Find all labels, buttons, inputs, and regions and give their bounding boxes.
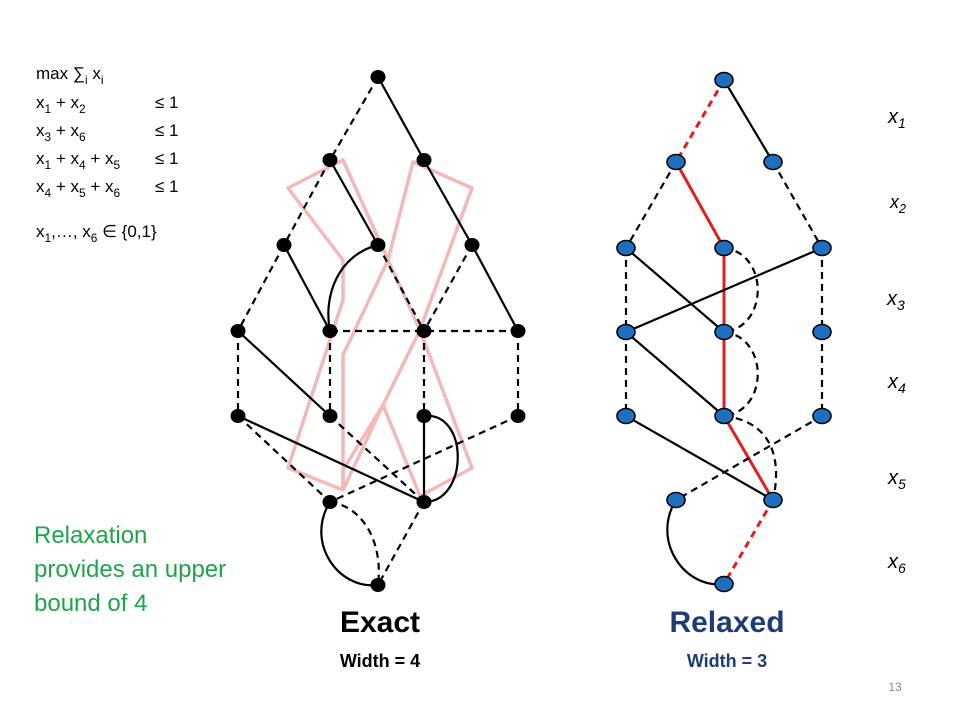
exact-width: Width = 4 — [340, 651, 420, 671]
exact-dd-edges — [236, 76, 520, 587]
variable-labels: x1 x2 x3 x4 x5 x6 — [886, 106, 906, 576]
relaxed-edge-e-f-one — [625, 246, 823, 334]
exact-edge-l-o-one — [423, 414, 459, 504]
var-label-x4: x4 — [887, 371, 906, 396]
exact-node-t — [370, 578, 386, 592]
relaxed-edge-n-t-one — [666, 499, 725, 586]
constraint-3-rhs: ≤ 1 — [155, 149, 179, 168]
exact-node-r — [370, 70, 386, 84]
exact-node-b — [416, 153, 432, 167]
exact-edge-f-k-one — [237, 330, 331, 417]
exact-edge-r-a-zero — [329, 76, 379, 161]
relaxed-node-e — [812, 239, 832, 257]
var-label-x2: x2 — [889, 192, 906, 216]
relaxed-node-g — [714, 323, 734, 341]
exact-edge-a-d-one — [329, 159, 379, 246]
exact-edge-b-e-one — [423, 159, 473, 246]
exact-node-g — [322, 324, 338, 338]
highlight-region-right — [341, 160, 474, 498]
relaxed-edge-a-c-zero — [625, 161, 677, 249]
exact-edge-d-h-zero — [377, 244, 425, 332]
relaxed-dd-edges — [624, 79, 824, 586]
exact-edge-n-t-one — [320, 501, 379, 587]
exact-node-i — [510, 324, 526, 338]
exact-edge-c-g-one — [283, 244, 331, 332]
relaxed-edge-r-a-zero-highlight — [674, 79, 726, 163]
lp-model: max ∑i xi x1 + x2 ≤ 1 x3 + x6 ≤ 1 x1 + x… — [36, 64, 179, 245]
exact-dd-nodes — [230, 70, 526, 592]
relaxed-node-l — [812, 407, 832, 425]
exact-node-f — [230, 324, 246, 338]
variable-domain: x1,…, x6 ∈ {0,1} — [36, 222, 157, 245]
exact-edge-c-f-zero — [237, 244, 285, 332]
constraint-2-lhs: x3 + x6 — [36, 121, 86, 144]
relaxed-edge-g-k-zero — [723, 330, 759, 418]
constraint-2-rhs: ≤ 1 — [155, 121, 179, 140]
exact-highlight-regions — [286, 158, 474, 498]
exact-node-c — [276, 238, 292, 252]
exact-node-l — [416, 409, 432, 423]
relaxed-node-c — [616, 239, 636, 257]
exact-edge-r-b-one — [377, 76, 425, 161]
relaxed-node-a — [666, 153, 686, 171]
exact-node-m — [510, 409, 526, 423]
constraint-1-lhs: x1 + x2 — [36, 93, 86, 116]
exact-edge-m-n-zero — [329, 414, 519, 504]
relaxed-node-b — [763, 153, 783, 171]
relaxed-node-n — [666, 491, 686, 509]
relaxed-node-r — [714, 71, 734, 89]
var-label-x3: x3 — [886, 288, 905, 313]
exact-edge-j-o-one — [237, 415, 425, 503]
relaxed-node-h — [812, 323, 832, 341]
exact-title: Exact — [340, 606, 420, 639]
objective: max ∑i xi — [36, 64, 104, 87]
relaxed-edge-f-k-one — [625, 331, 725, 417]
exact-node-j — [230, 409, 246, 423]
relaxed-node-j — [616, 407, 636, 425]
relaxed-edge-c-g-one — [625, 247, 725, 333]
constraint-1-rhs: ≤ 1 — [155, 93, 179, 112]
relaxed-node-o — [763, 491, 783, 509]
exact-edge-e-i-one — [471, 244, 519, 332]
relaxed-title: Relaxed — [669, 606, 784, 639]
constraint-3-lhs: x1 + x4 + x5 — [36, 149, 121, 172]
relaxed-width: Width = 3 — [687, 651, 767, 671]
constraint-4-lhs: x4 + x5 + x6 — [36, 177, 121, 200]
exact-edge-e-h-zero — [423, 244, 473, 332]
relaxed-edge-a-d-one-highlight — [674, 161, 726, 249]
exact-node-h — [416, 324, 432, 338]
exact-edge-o-t-zero — [377, 501, 425, 586]
relaxed-node-k — [714, 407, 734, 425]
relaxed-node-t — [714, 575, 734, 593]
relaxed-edge-o-t-zero-highlight — [722, 499, 775, 585]
relaxed-edge-k-o-zero — [723, 414, 778, 501]
var-label-x6: x6 — [887, 551, 906, 576]
slide-number: 13 — [888, 680, 902, 694]
var-label-x1: x1 — [887, 106, 906, 131]
exact-edge-d-g-one — [327, 243, 379, 332]
exact-edge-k-o-zero — [329, 415, 425, 503]
exact-node-a — [322, 153, 338, 167]
exact-node-e — [464, 238, 480, 252]
exact-edge-j-n-zero — [237, 415, 331, 503]
relaxed-edge-j-o-one — [625, 415, 774, 501]
exact-edge-n-t-zero — [329, 500, 380, 586]
relaxed-node-d — [714, 239, 734, 257]
exact-node-n — [322, 495, 338, 509]
exact-node-k — [322, 409, 338, 423]
highlight-region-left — [286, 158, 390, 492]
relaxed-edge-b-e-zero — [772, 161, 823, 249]
upper-bound-note: Relaxation provides an upper bound of 4 — [34, 522, 233, 617]
relaxed-edge-l-n-zero — [675, 415, 823, 501]
exact-node-d — [370, 238, 386, 252]
constraint-4-rhs: ≤ 1 — [155, 177, 179, 196]
relaxed-dd-nodes — [616, 71, 832, 593]
relaxed-edge-r-b-one — [723, 79, 774, 163]
relaxed-edge-d-g-zero — [723, 246, 759, 334]
relaxed-node-f — [616, 323, 636, 341]
exact-node-o — [416, 495, 432, 509]
exact-edge-a-c-zero — [283, 159, 331, 246]
var-label-x5: x5 — [887, 467, 906, 492]
